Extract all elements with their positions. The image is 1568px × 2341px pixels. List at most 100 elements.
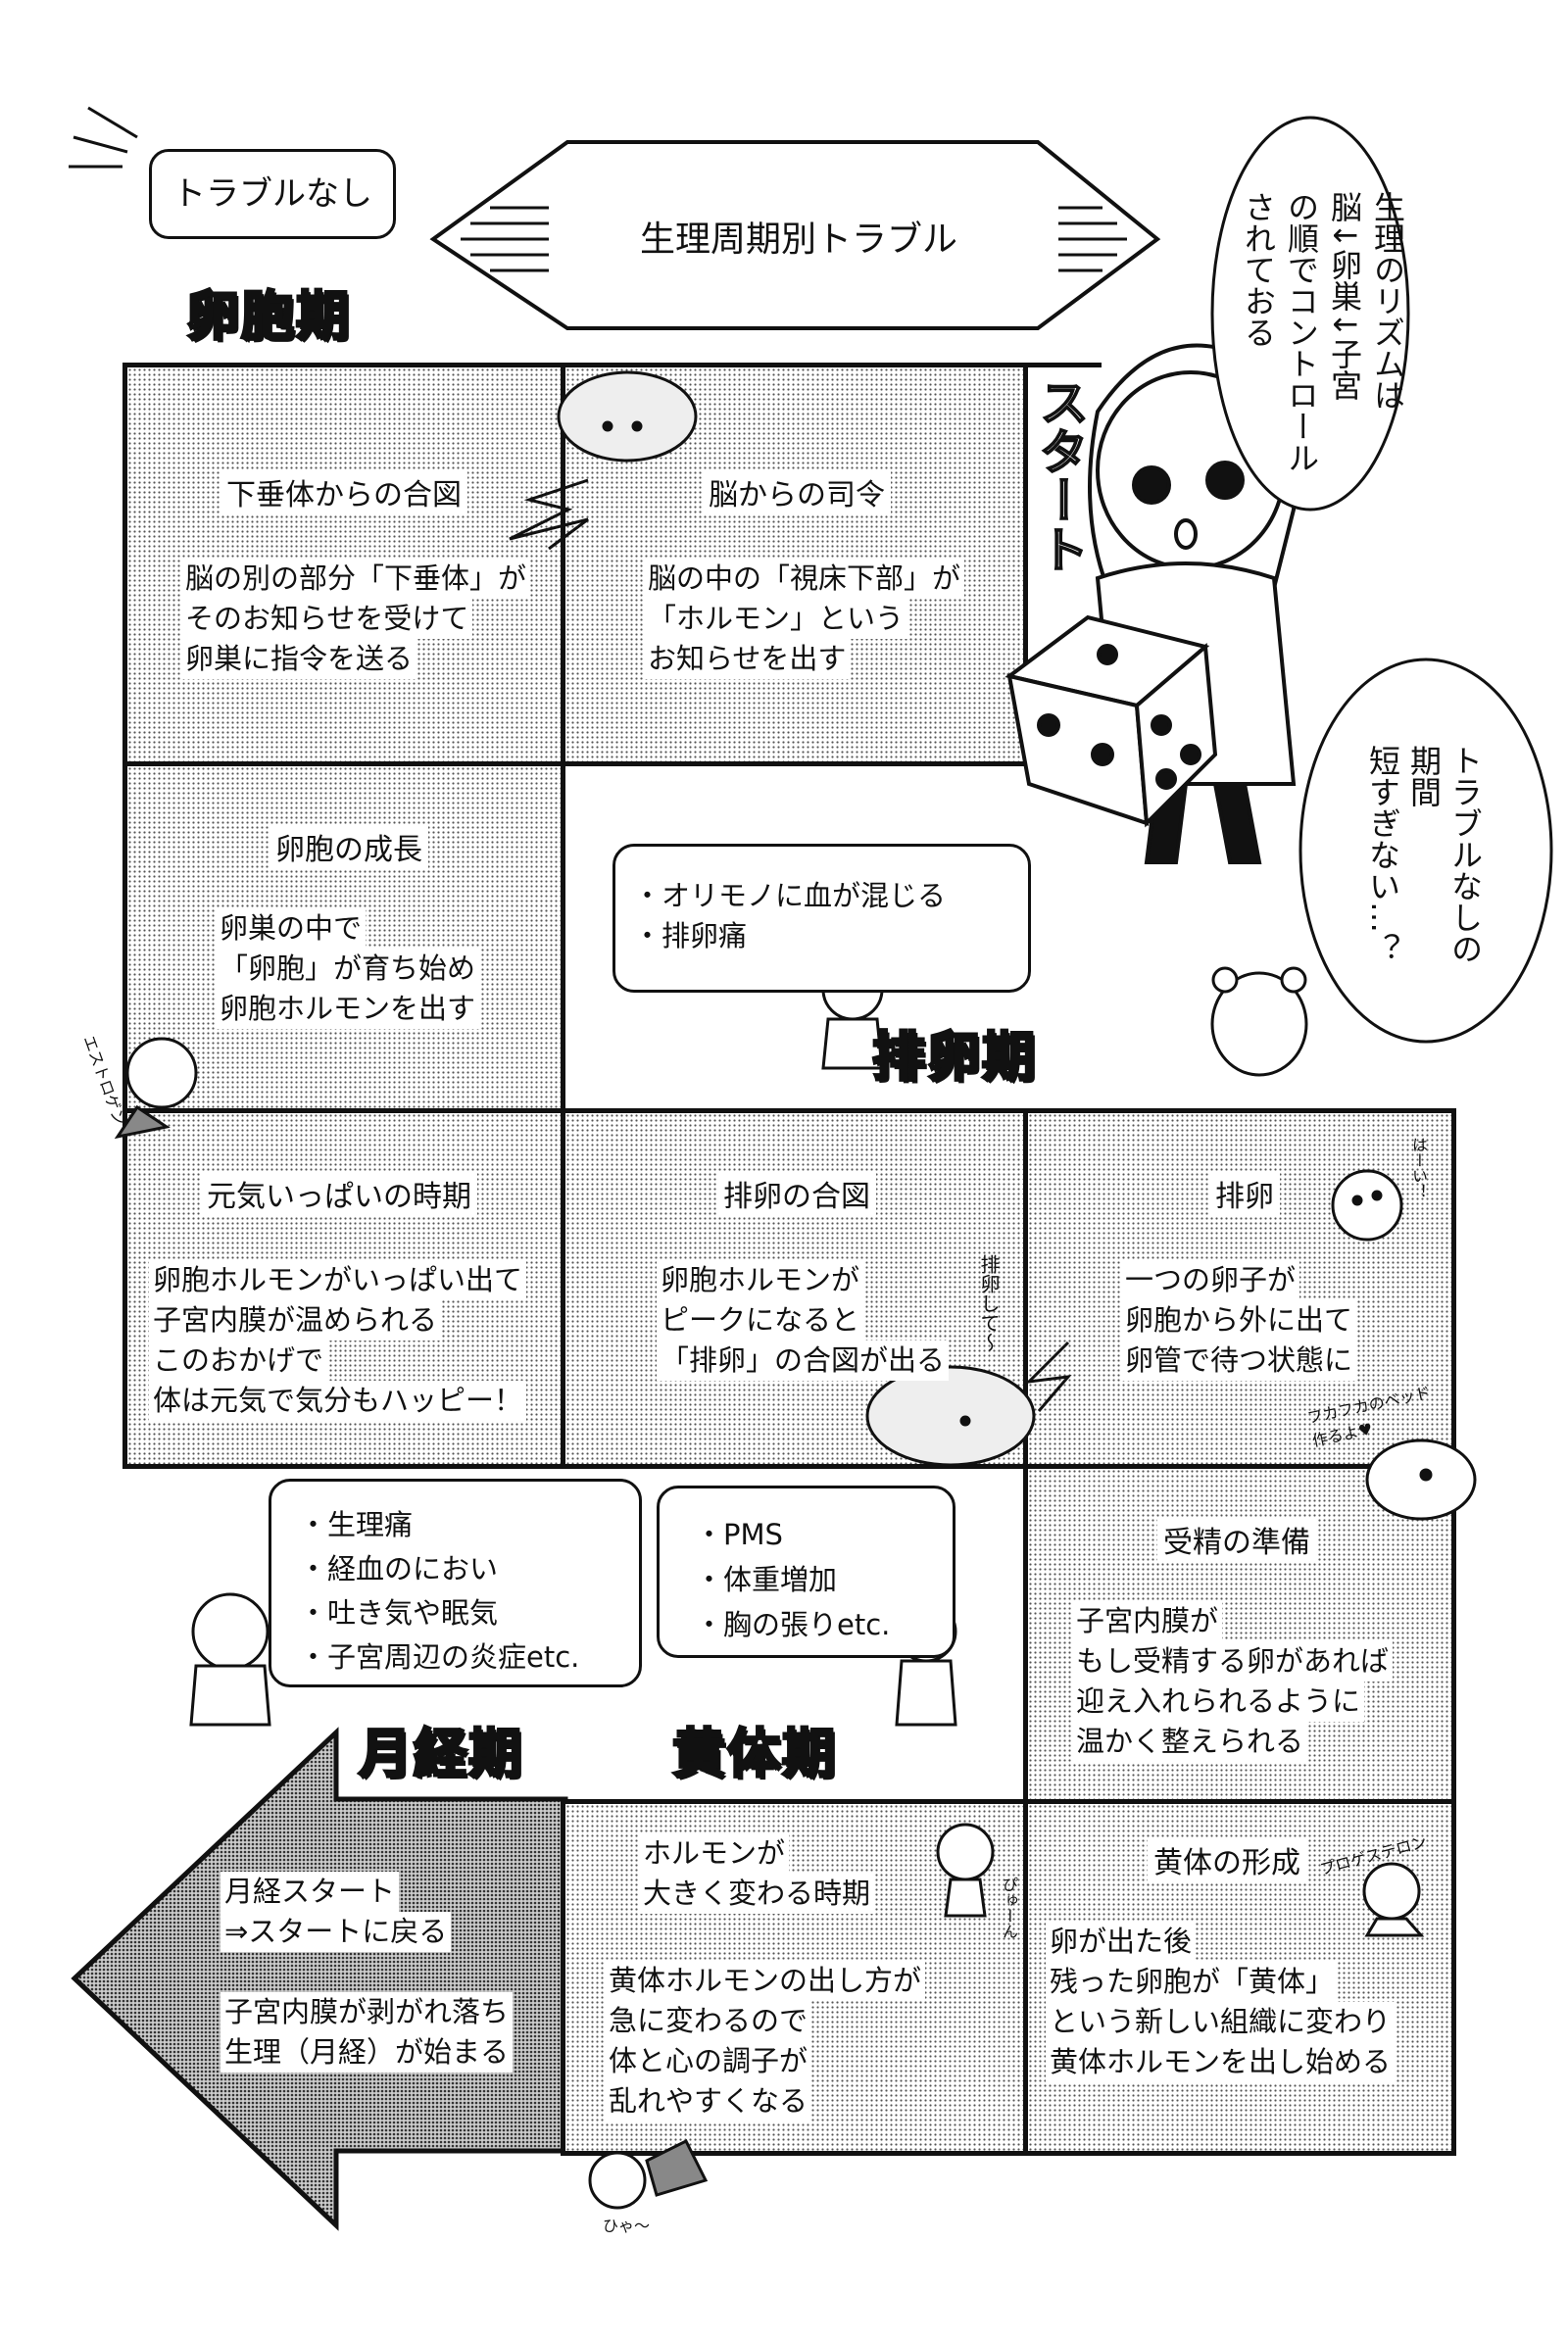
body-line: 「ホルモン」という [644,599,908,639]
cell-body: 卵胞ホルモンがいっぱい出て 子宮内膜が温められる このおかげで 体は元気で気分も… [149,1260,527,1421]
body-line: 「卵胞」が育ち始め [216,949,480,989]
egg-character [1331,1169,1403,1242]
body-line: このおかげで [149,1341,328,1381]
estrogen-character [114,1037,198,1140]
title-banner [429,140,1161,330]
body-line: 脳の別の部分「下垂体」が [181,559,531,599]
trouble-item: ・排卵痛 [633,919,748,952]
cell-title: 脳からの司令 [703,470,891,513]
no-trouble-text: トラブルなし [172,174,372,214]
cell-title: 排卵 [1209,1172,1280,1215]
trouble-list: ・オリモノに血が混じる ・排卵痛 [633,876,946,956]
body-line [220,1952,237,1992]
page-title: 生理周期別トラブル [639,219,957,260]
cell-follicle-growth: 卵胞の成長 卵巣の中で 「卵胞」が育ち始め 卵胞ホルモンを出す [122,761,565,1113]
trouble-item: ・PMS [695,1518,783,1551]
body-line: 一つの卵子が [1121,1260,1300,1300]
body-line: 月経スタート [220,1872,400,1912]
cell-title: 黄体の形成 [1148,1838,1306,1881]
speech-line: 生理のリズムは [1369,191,1406,411]
body-line: 黄体ホルモンを出し始める [1046,2042,1396,2082]
body-line: 卵胞ホルモンがいっぱい出て [149,1260,527,1300]
body-line: 急に変わるので [605,2001,812,2041]
body-line: 卵胞ホルモンを出す [216,989,480,1029]
frustrated-person-menstrual [189,1592,271,1727]
cell-body: 脳の別の部分「下垂体」が そのお知らせを受けて 卵巣に指令を送る [181,559,531,679]
body-line: 迎え入れられるように [1072,1682,1365,1722]
trouble-item: ・オリモノに血が混じる [633,879,947,912]
body-line: 卵巣の中で [216,908,367,949]
cell-title: 元気いっぱいの時期 [201,1172,477,1215]
phase-label-ovulation: 排卵期 [871,1025,1037,1090]
hamster-character [1210,966,1308,1077]
phase-label-menstrual: 月経期 [358,1722,523,1786]
sfx-pyun: ぴゅーん [1000,1877,1018,1939]
cell-title: 受精の準備 [1157,1518,1316,1561]
speech-line: の順でコントロール [1283,191,1320,473]
cell-title: 下垂体からの合図 [220,470,467,513]
body-line: 黄体ホルモンの出し方が [605,1961,926,2001]
brain-character-ovulation [865,1341,1072,1467]
cell-title: 排卵の合図 [717,1172,876,1215]
progesterone-character [1362,1862,1425,1937]
sfx-hya: ひゃ〜 [603,2217,651,2235]
luteal-trouble-bubble: ・PMS ・体重増加 ・胸の張りetc. [657,1486,956,1658]
speech-line: トラブルなしの [1446,745,1484,964]
banner-speed-lines [69,106,1127,272]
trouble-item: ・生理痛 [299,1508,414,1541]
trouble-item: ・体重増加 [695,1563,838,1596]
no-trouble-bubble: トラブルなし [149,149,396,239]
body-line: 体と心の調子が [605,2041,812,2081]
sfx-hairan-shite: 排卵して〜 [977,1254,1001,1352]
cell-title: 卵胞の成長 [270,825,428,868]
falling-character [588,2138,709,2210]
speech-line: 期間 [1405,745,1443,807]
body-line: 卵が出た後 [1046,1922,1197,1962]
cell-body: 卵胞ホルモンが ピークになると 「排卵」の合図が出る [657,1260,950,1381]
body-line: 卵胞から外に出て [1121,1300,1357,1341]
body-line: 乱れやすくなる [605,2081,812,2122]
body-line: 子宮内膜が剥がれ落ち [220,1992,514,2032]
body-line: という新しい組織に変わり [1046,2002,1396,2042]
title-line: 大きく変わる時期 [639,1874,875,1914]
body-line: 「排卵」の合図が出る [657,1341,950,1381]
girl-speech-bubble [1210,116,1553,1044]
body-line: そのお知らせを受けて [181,599,473,639]
cell-corpus-luteum: 黄体の形成 卵が出た後 残った卵胞が「黄体」 という新しい組織に変わり 黄体ホル… [1023,1799,1456,2156]
brain-character-top [509,370,698,551]
phase-label-luteal: 黄体期 [671,1722,837,1786]
body-line: 子宮内膜が [1072,1601,1223,1641]
body-line: ⇒スタートに戻る [220,1912,452,1952]
title-line: ホルモンが [639,1833,790,1874]
body-line: 卵巣に指令を送る [181,639,417,679]
cell-pituitary: 下垂体からの合図 脳の別の部分「下垂体」が そのお知らせを受けて 卵巣に指令を送… [122,363,565,766]
cell-energetic: 元気いっぱいの時期 卵胞ホルモンがいっぱい出て 子宮内膜が温められる このおかげ… [122,1108,565,1469]
cell-ovulation-signal: 排卵の合図 卵胞ホルモンが ピークになると 「排卵」の合図が出る [561,1108,1028,1469]
body-line: ピークになると [657,1300,864,1341]
body-line: もし受精する卵があれば [1072,1641,1394,1682]
body-line: 卵胞ホルモンが [657,1260,864,1300]
ovulation-trouble-bubble: ・オリモノに血が混じる ・排卵痛 [612,844,1031,993]
cell-body: 卵が出た後 残った卵胞が「黄体」 という新しい組織に変わり 黄体ホルモンを出し始… [1046,1922,1396,2082]
body-line: 生理（月経）が始まる [220,2032,514,2073]
cell-body: 卵巣の中で 「卵胞」が育ち始め 卵胞ホルモンを出す [216,908,480,1029]
trouble-list: ・PMS ・体重増加 ・胸の張りetc. [695,1512,890,1647]
body-line: 残った卵胞が「黄体」 [1046,1962,1339,2002]
girl-speech-text: 生理のリズムは 脳↓卵巣↓子宮 の順でコントロール されておる [1237,191,1409,473]
speech-line: 短すぎない…？ [1364,745,1401,964]
body-line: お知らせを出す [644,639,851,679]
trouble-item: ・胸の張りetc. [695,1608,891,1641]
body-line: 温かく整えられる [1072,1722,1308,1762]
speech-line: されておる [1240,191,1277,348]
body-line: 脳の中の「視床下部」が [644,559,965,599]
cell-body: 一つの卵子が 卵胞から外に出て 卵管で待つ状態に [1121,1260,1357,1381]
cell-body: 脳の中の「視床下部」が 「ホルモン」という お知らせを出す [644,559,965,679]
cell-body: 子宮内膜が もし受精する卵があれば 迎え入れられるように 温かく整えられる [1072,1601,1394,1762]
trouble-item: ・吐き気や眠気 [299,1596,499,1630]
hamster-speech-text: トラブルなしの 期間 短すぎない…？ [1362,745,1486,964]
start-label: スタート [1031,376,1090,574]
body-line: 卵管で待つ状態に [1121,1341,1357,1381]
sfx-hai: はーい！ [1409,1137,1428,1199]
